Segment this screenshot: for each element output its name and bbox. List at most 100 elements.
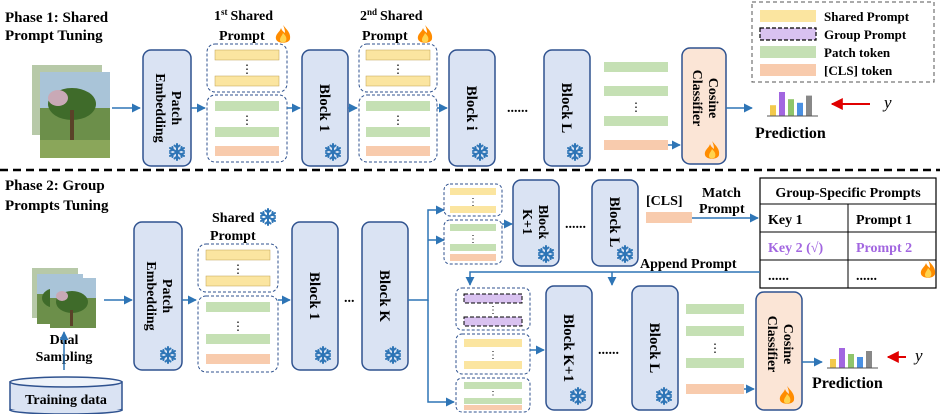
cls-label: [CLS] [646, 194, 683, 209]
match-prompt-line2: Prompt [699, 202, 745, 217]
phase1-token-group-2: ⋮ ⋮ [358, 43, 438, 163]
phase2-shared-prompt-line1: Shared [212, 211, 255, 226]
phase2-block-K1-upper: Block K+1 [512, 179, 560, 267]
training-data-database: Training data [9, 376, 123, 414]
block-label: Block 1 [306, 272, 322, 320]
table-key-2: Key 2 (√) [768, 241, 823, 256]
dots: ⋮ [232, 262, 244, 276]
dots: ⋮ [468, 197, 478, 208]
patch-embedding-label-line1: Patch [168, 91, 183, 125]
phase2-block-L-upper: Block L [591, 179, 639, 267]
phase2-patch-embedding-block: Patch Embedding [133, 221, 183, 371]
phase1-block-L: Block L [543, 49, 591, 167]
snowflake-icon [260, 208, 276, 226]
group-specific-prompts-table: Group-Specific Prompts Key 1 Prompt 1 Ke… [759, 177, 937, 289]
block-label: Block 1 [316, 84, 332, 132]
phase1-shared-prompt2-label-line2: Prompt [362, 29, 408, 44]
phase2-block-K: Block K [361, 221, 409, 371]
prediction-bar [857, 357, 863, 368]
classifier-label-line1: Cosine [705, 78, 720, 118]
branch-arrow-down [427, 300, 455, 407]
phase1-token-group-1: ⋮ ⋮ [206, 43, 288, 163]
dots: ⋮ [468, 234, 478, 245]
phase2-target-y: y [913, 346, 923, 365]
patch-embedding-label-line2: Embedding [143, 261, 158, 330]
patch-embedding-label-line1: Patch [159, 279, 174, 313]
phase1-title-line1: Phase 1: Shared [5, 10, 109, 26]
flame-icon [417, 25, 433, 43]
dots: ⋮ [232, 319, 244, 333]
block-label: Block K+1 [560, 314, 576, 382]
append-prompt-arrow [465, 271, 760, 286]
patch-embedding-label-line2: Embedding [152, 73, 167, 142]
phase2-shared-prompt-line2: Prompt [210, 229, 256, 244]
table-key-3: ...... [768, 269, 789, 284]
flame-icon [275, 25, 291, 43]
phase1-cosine-classifier: Cosine Classifier [681, 47, 727, 165]
phase2-prediction-label: Prediction [812, 375, 883, 392]
dots: ⋮ [241, 113, 253, 127]
phase1-ellipsis: ...... [507, 101, 528, 116]
cls-token [646, 212, 692, 223]
phase2-block-1: Block 1 [291, 221, 339, 371]
phase2-upper-token-group: ⋮ ⋮ [443, 183, 503, 265]
training-data-label: Training data [25, 393, 107, 408]
phase2-ellipsis-lower: ...... [598, 343, 619, 358]
prediction-bar [839, 348, 845, 368]
phase1-target-y: y [882, 93, 892, 112]
phase2-token-group-1: ⋮ ⋮ [197, 243, 279, 373]
table-title: Group-Specific Prompts [775, 186, 921, 201]
dots: ⋮ [392, 113, 404, 127]
append-prompt-label: Append Prompt [640, 257, 737, 272]
legend-swatch [760, 64, 816, 76]
phase1-prediction-bars [767, 92, 818, 117]
dots: ⋮ [709, 341, 721, 355]
legend-swatch [760, 10, 816, 22]
phase2-ellipsis-upper: ...... [565, 217, 586, 232]
dots: ⋮ [630, 100, 642, 114]
phase1-block-i: Block i [448, 49, 496, 167]
prediction-bar [779, 92, 785, 116]
phase2-input-images [32, 268, 96, 328]
legend-label: Group Prompt [824, 27, 907, 42]
prediction-bar [797, 102, 803, 116]
phase2-cosine-classifier: Cosine Classifier [755, 291, 803, 411]
phase1-prediction-label: Prediction [755, 125, 826, 142]
phase2-block-L-lower: Block L [631, 285, 679, 411]
phase1-shared-prompt1-label-line2: Prompt [219, 29, 265, 44]
prediction-bar [806, 95, 812, 116]
phase2-title-line1: Phase 2: Group [5, 178, 105, 194]
prediction-bar [866, 351, 872, 368]
dots: ⋮ [241, 62, 253, 76]
table-prompt-3: ...... [856, 269, 877, 284]
phase1-title-line2: Prompt Tuning [5, 28, 103, 44]
block-label: Block L [606, 197, 622, 247]
legend-label: [CLS] token [824, 63, 893, 78]
phase2-output-tokens: ⋮ [686, 304, 744, 394]
block-label: Block i [463, 86, 479, 131]
phase1-output-tokens: ⋮ [604, 62, 668, 150]
block-label: Block L [558, 83, 574, 133]
dots: ⋮ [488, 305, 498, 316]
phase1-patch-embedding-block: Patch Embedding [142, 49, 192, 167]
classifier-label-line2: Classifier [689, 70, 704, 127]
table-prompt-1: Prompt 1 [856, 213, 912, 228]
dots: ⋮ [488, 390, 498, 401]
branch-arrow-up [408, 205, 445, 301]
prediction-bar [770, 105, 776, 116]
phase1-input-image [32, 65, 110, 158]
dots: ⋮ [392, 62, 404, 76]
classifier-label-line2: Classifier [764, 316, 779, 373]
phase2-title-line2: Prompts Tuning [5, 198, 109, 214]
match-prompt-line1: Match [702, 186, 741, 201]
classifier-label-line1: Cosine [780, 324, 795, 364]
phase2-block-K1-lower: Block K+1 [545, 285, 593, 411]
block-label-line1: Block [535, 205, 550, 239]
phase2-prediction-bars [827, 348, 878, 369]
legend-label: Shared Prompt [824, 9, 910, 24]
table-prompt-2: Prompt 2 [856, 241, 912, 256]
phase2-ellipsis-short: ... [344, 291, 355, 306]
